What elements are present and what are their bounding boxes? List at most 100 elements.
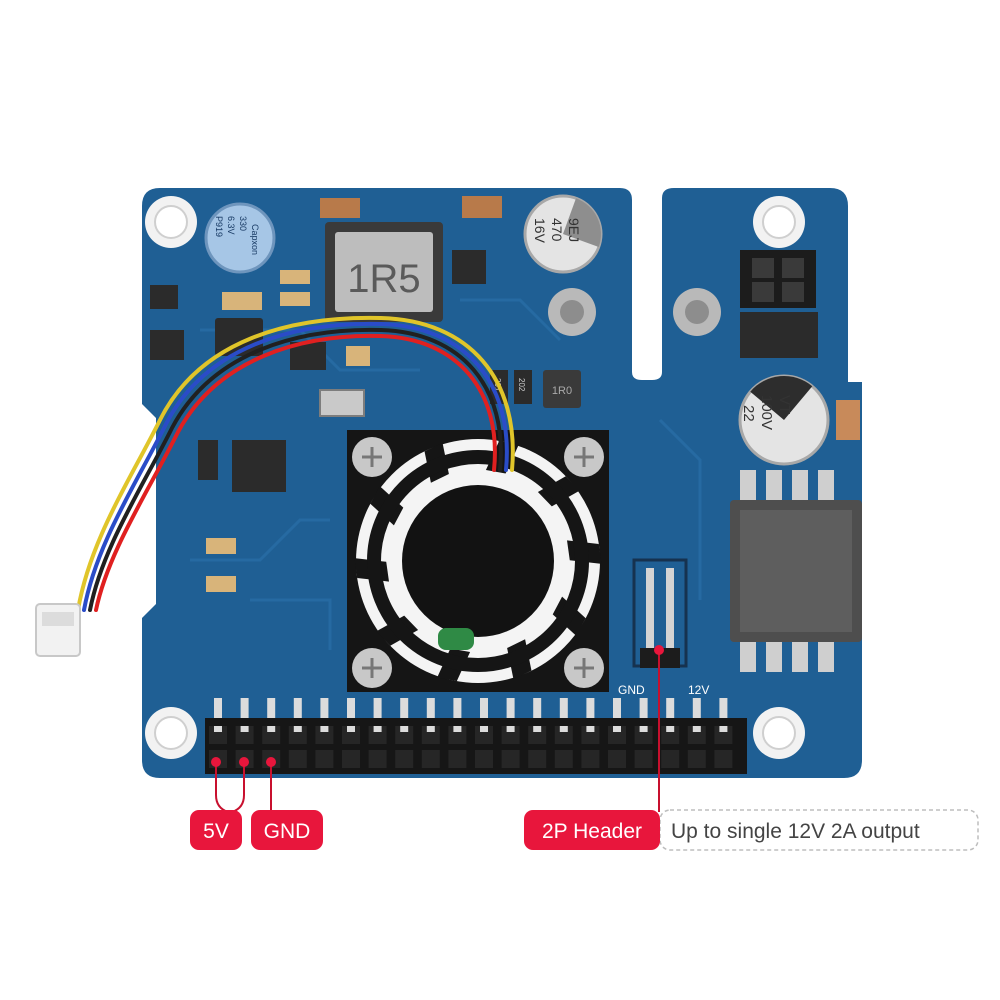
svg-text:22: 22 bbox=[740, 405, 757, 422]
svg-text:9EJ: 9EJ bbox=[566, 218, 582, 242]
gpio-pin bbox=[613, 698, 621, 718]
silk-12v: 12V bbox=[688, 683, 709, 697]
svg-text:GND: GND bbox=[264, 820, 311, 843]
gpio-socket bbox=[501, 726, 520, 744]
gpio-socket bbox=[209, 726, 227, 744]
gpio-pin bbox=[400, 726, 409, 732]
mounting-hole bbox=[145, 707, 197, 759]
gpio-socket bbox=[661, 750, 680, 768]
gpio-socket bbox=[342, 750, 360, 768]
mounting-hole bbox=[145, 196, 197, 248]
gpio-pin bbox=[666, 698, 675, 718]
svg-text:1R5: 1R5 bbox=[347, 257, 420, 301]
gpio-pin bbox=[347, 698, 355, 718]
gpio-socket bbox=[608, 750, 626, 768]
gpio-pin bbox=[480, 698, 488, 718]
gpio-pin bbox=[453, 726, 462, 732]
svg-text:P919: P919 bbox=[214, 216, 224, 237]
gpio-socket bbox=[554, 750, 573, 768]
resistor: 202 bbox=[514, 370, 532, 404]
mounting-hole bbox=[753, 196, 805, 248]
gpio-header bbox=[205, 698, 747, 774]
gpio-socket bbox=[235, 726, 254, 744]
gpio-pin bbox=[559, 698, 568, 718]
gpio-socket bbox=[342, 726, 360, 744]
gpio-pin bbox=[214, 726, 222, 732]
gpio-pin bbox=[692, 726, 701, 732]
gpio-socket bbox=[288, 726, 307, 744]
gpio-pin bbox=[506, 726, 515, 732]
header-2p: GND 12V bbox=[618, 558, 709, 697]
gpio-pin bbox=[320, 726, 329, 732]
smd-passives bbox=[206, 196, 860, 592]
gpio-pin bbox=[586, 698, 595, 718]
callout-gnd: GND bbox=[251, 810, 323, 850]
gpio-socket bbox=[714, 750, 733, 768]
gpio-socket bbox=[475, 750, 493, 768]
silk-gnd: GND bbox=[618, 683, 645, 697]
gpio-pin bbox=[400, 698, 409, 718]
gpio-socket bbox=[421, 726, 440, 744]
gpio-socket bbox=[634, 750, 653, 768]
gpio-pin bbox=[426, 698, 435, 718]
gpio-pin bbox=[373, 726, 382, 732]
gpio-pin bbox=[347, 726, 355, 732]
gpio-socket bbox=[475, 726, 493, 744]
standoff-screw bbox=[673, 288, 721, 336]
gpio-socket bbox=[395, 726, 414, 744]
gpio-pin bbox=[692, 698, 701, 718]
gpio-pin bbox=[639, 698, 648, 718]
gpio-pin bbox=[506, 698, 515, 718]
gpio-pin bbox=[480, 726, 488, 732]
svg-text:2P Header: 2P Header bbox=[542, 820, 642, 843]
svg-text:330: 330 bbox=[238, 216, 248, 231]
mounting-hole bbox=[753, 707, 805, 759]
gpio-socket bbox=[634, 726, 653, 744]
cooling-fan bbox=[347, 430, 609, 692]
gpio-pin bbox=[293, 726, 302, 732]
gpio-socket bbox=[395, 750, 414, 768]
svg-text:100V: 100V bbox=[758, 395, 775, 430]
callout-description: Up to single 12V 2A output bbox=[671, 820, 920, 843]
gpio-socket bbox=[448, 726, 467, 744]
gpio-pin bbox=[639, 726, 648, 732]
svg-text:VT: VT bbox=[776, 395, 793, 414]
fan-screw bbox=[564, 437, 604, 477]
gpio-pin bbox=[533, 698, 542, 718]
svg-text:5V: 5V bbox=[203, 820, 229, 843]
gpio-socket bbox=[288, 750, 307, 768]
gpio-socket bbox=[315, 726, 334, 744]
gpio-pin bbox=[613, 726, 621, 732]
gpio-socket bbox=[714, 726, 733, 744]
gpio-socket bbox=[581, 750, 600, 768]
gpio-pin bbox=[293, 698, 302, 718]
gpio-pin bbox=[719, 726, 728, 732]
callout-5v: 5V bbox=[190, 810, 242, 850]
gpio-pin bbox=[267, 726, 276, 732]
capacitor-top: 16V 470 9EJ bbox=[523, 194, 603, 274]
transformer bbox=[730, 470, 862, 672]
svg-text:202: 202 bbox=[517, 378, 526, 392]
gpio-socket bbox=[368, 750, 387, 768]
gpio-socket bbox=[687, 750, 706, 768]
gpio-socket bbox=[262, 726, 281, 744]
gpio-pin bbox=[240, 698, 249, 718]
gpio-pin bbox=[320, 698, 329, 718]
svg-text:6.3V: 6.3V bbox=[226, 216, 236, 235]
connector-4p bbox=[740, 250, 816, 308]
callout-lines bbox=[215, 650, 660, 813]
gpio-socket bbox=[554, 726, 573, 744]
gpio-socket bbox=[581, 726, 600, 744]
callout-2p-header: 2P Header Up to single 12V 2A output bbox=[524, 809, 979, 851]
fan-cable bbox=[76, 315, 515, 612]
callout-dots bbox=[211, 645, 664, 767]
gpio-pin bbox=[214, 698, 222, 718]
fan-screw bbox=[352, 437, 392, 477]
gpio-pin bbox=[666, 726, 675, 732]
svg-text:1R0: 1R0 bbox=[552, 385, 572, 397]
gpio-socket bbox=[448, 750, 467, 768]
gpio-socket bbox=[368, 726, 387, 744]
inductor-1r0: 1R0 bbox=[543, 370, 581, 408]
gpio-socket bbox=[528, 726, 547, 744]
